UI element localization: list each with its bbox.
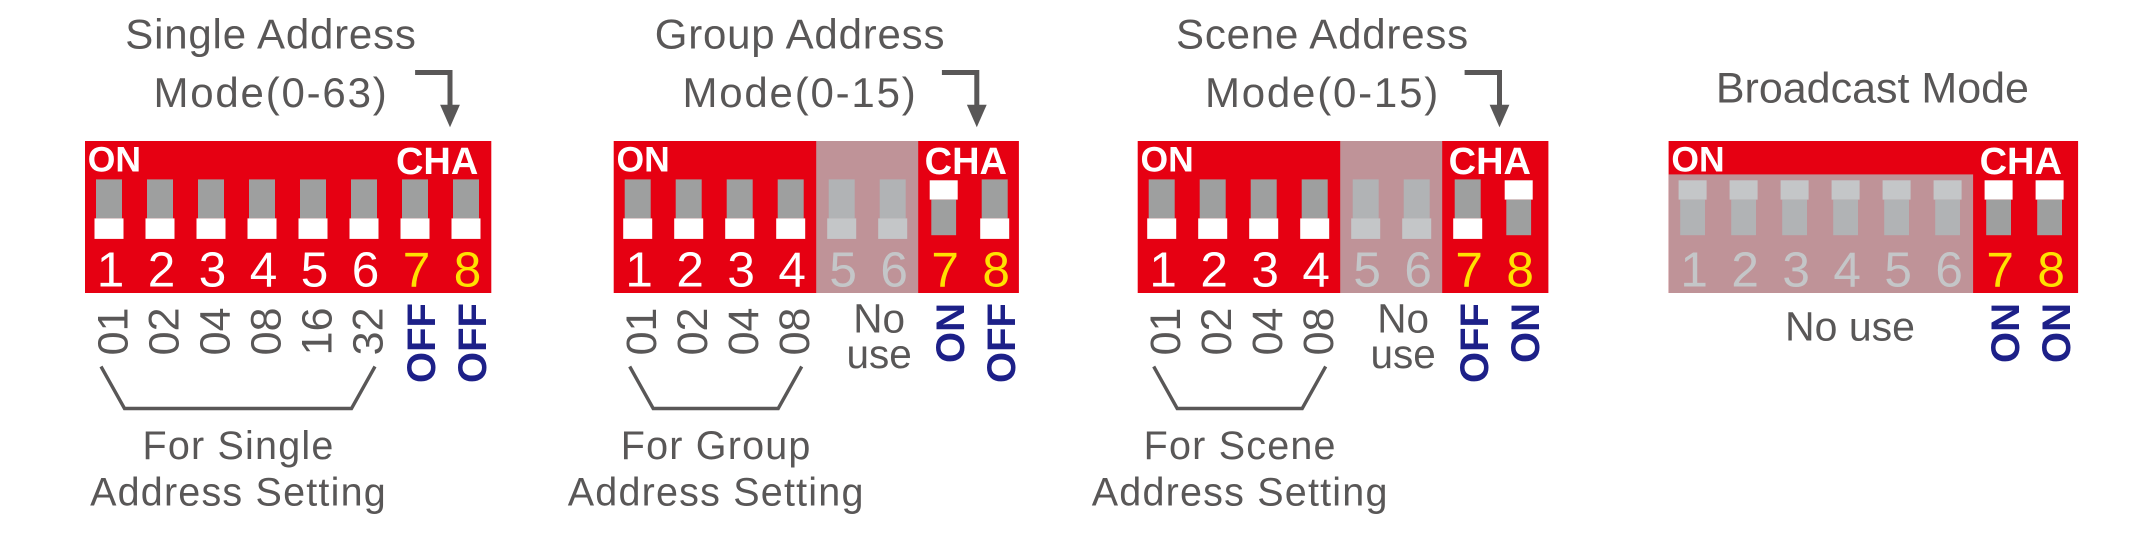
svg-text:Single Address: Single Address — [125, 11, 416, 58]
svg-text:02: 02 — [669, 308, 717, 356]
svg-text:3: 3 — [1251, 242, 1279, 297]
svg-text:use: use — [1371, 331, 1436, 377]
svg-text:2: 2 — [1200, 242, 1228, 297]
svg-text:1: 1 — [97, 242, 125, 297]
svg-text:ON: ON — [1984, 303, 2028, 363]
svg-text:01: 01 — [90, 308, 138, 356]
svg-text:4: 4 — [1302, 242, 1330, 297]
svg-text:02: 02 — [141, 308, 189, 356]
svg-text:2: 2 — [148, 242, 176, 297]
svg-text:4: 4 — [250, 242, 278, 297]
svg-text:ON: ON — [88, 139, 141, 179]
svg-text:5: 5 — [301, 242, 329, 297]
svg-text:use: use — [847, 331, 912, 377]
svg-text:4: 4 — [778, 242, 806, 297]
svg-text:7: 7 — [403, 242, 431, 297]
svg-text:3: 3 — [727, 242, 755, 297]
svg-text:No: No — [853, 296, 905, 342]
svg-text:7: 7 — [1986, 242, 2014, 297]
svg-text:CHA: CHA — [1449, 141, 1531, 183]
svg-text:For Scene: For Scene — [1144, 424, 1337, 468]
svg-text:1: 1 — [625, 242, 653, 297]
svg-text:ON: ON — [2035, 303, 2079, 363]
svg-text:For Single: For Single — [142, 424, 334, 468]
svg-text:01: 01 — [1142, 308, 1190, 356]
svg-text:7: 7 — [1455, 242, 1483, 297]
svg-text:ON: ON — [929, 303, 973, 363]
svg-text:No use: No use — [1785, 304, 1915, 350]
svg-text:ON: ON — [1671, 139, 1724, 179]
svg-text:8: 8 — [1506, 242, 1534, 297]
svg-text:OFF: OFF — [451, 303, 495, 383]
svg-text:Broadcast Mode: Broadcast Mode — [1716, 64, 2029, 112]
svg-text:Address Setting: Address Setting — [568, 471, 865, 515]
svg-text:OFF: OFF — [400, 303, 444, 383]
svg-text:3: 3 — [199, 242, 227, 297]
svg-text:Mode(0-63): Mode(0-63) — [153, 69, 388, 116]
svg-text:16: 16 — [294, 308, 342, 356]
svg-text:Scene Address: Scene Address — [1176, 11, 1469, 58]
svg-text:32: 32 — [345, 308, 393, 356]
svg-text:ON: ON — [617, 139, 670, 179]
svg-text:2: 2 — [676, 242, 704, 297]
svg-text:01: 01 — [618, 308, 666, 356]
svg-text:1: 1 — [1149, 242, 1177, 297]
svg-text:Group Address: Group Address — [655, 11, 946, 58]
svg-text:02: 02 — [1193, 308, 1241, 356]
svg-text:Mode(0-15): Mode(0-15) — [1205, 69, 1440, 116]
svg-text:08: 08 — [243, 308, 291, 356]
svg-text:OFF: OFF — [1453, 303, 1497, 383]
svg-text:04: 04 — [1244, 308, 1292, 356]
svg-text:CHA: CHA — [925, 141, 1007, 183]
svg-text:04: 04 — [192, 308, 240, 356]
svg-text:08: 08 — [771, 308, 819, 356]
svg-text:7: 7 — [931, 242, 959, 297]
svg-text:CHA: CHA — [1980, 141, 2062, 183]
svg-text:6: 6 — [352, 242, 380, 297]
svg-text:CHA: CHA — [396, 141, 478, 183]
svg-text:8: 8 — [2037, 242, 2065, 297]
svg-text:Address Setting: Address Setting — [1092, 471, 1389, 515]
svg-text:OFF: OFF — [980, 303, 1024, 383]
svg-text:Address Setting: Address Setting — [90, 471, 387, 515]
svg-text:ON: ON — [1504, 303, 1548, 363]
svg-text:08: 08 — [1295, 308, 1343, 356]
svg-text:ON: ON — [1141, 139, 1194, 179]
svg-text:8: 8 — [982, 242, 1010, 297]
svg-text:Mode(0-15): Mode(0-15) — [682, 69, 917, 116]
svg-text:For Group: For Group — [621, 424, 812, 468]
svg-text:No: No — [1377, 296, 1429, 342]
svg-text:8: 8 — [454, 242, 482, 297]
svg-text:04: 04 — [720, 308, 768, 356]
